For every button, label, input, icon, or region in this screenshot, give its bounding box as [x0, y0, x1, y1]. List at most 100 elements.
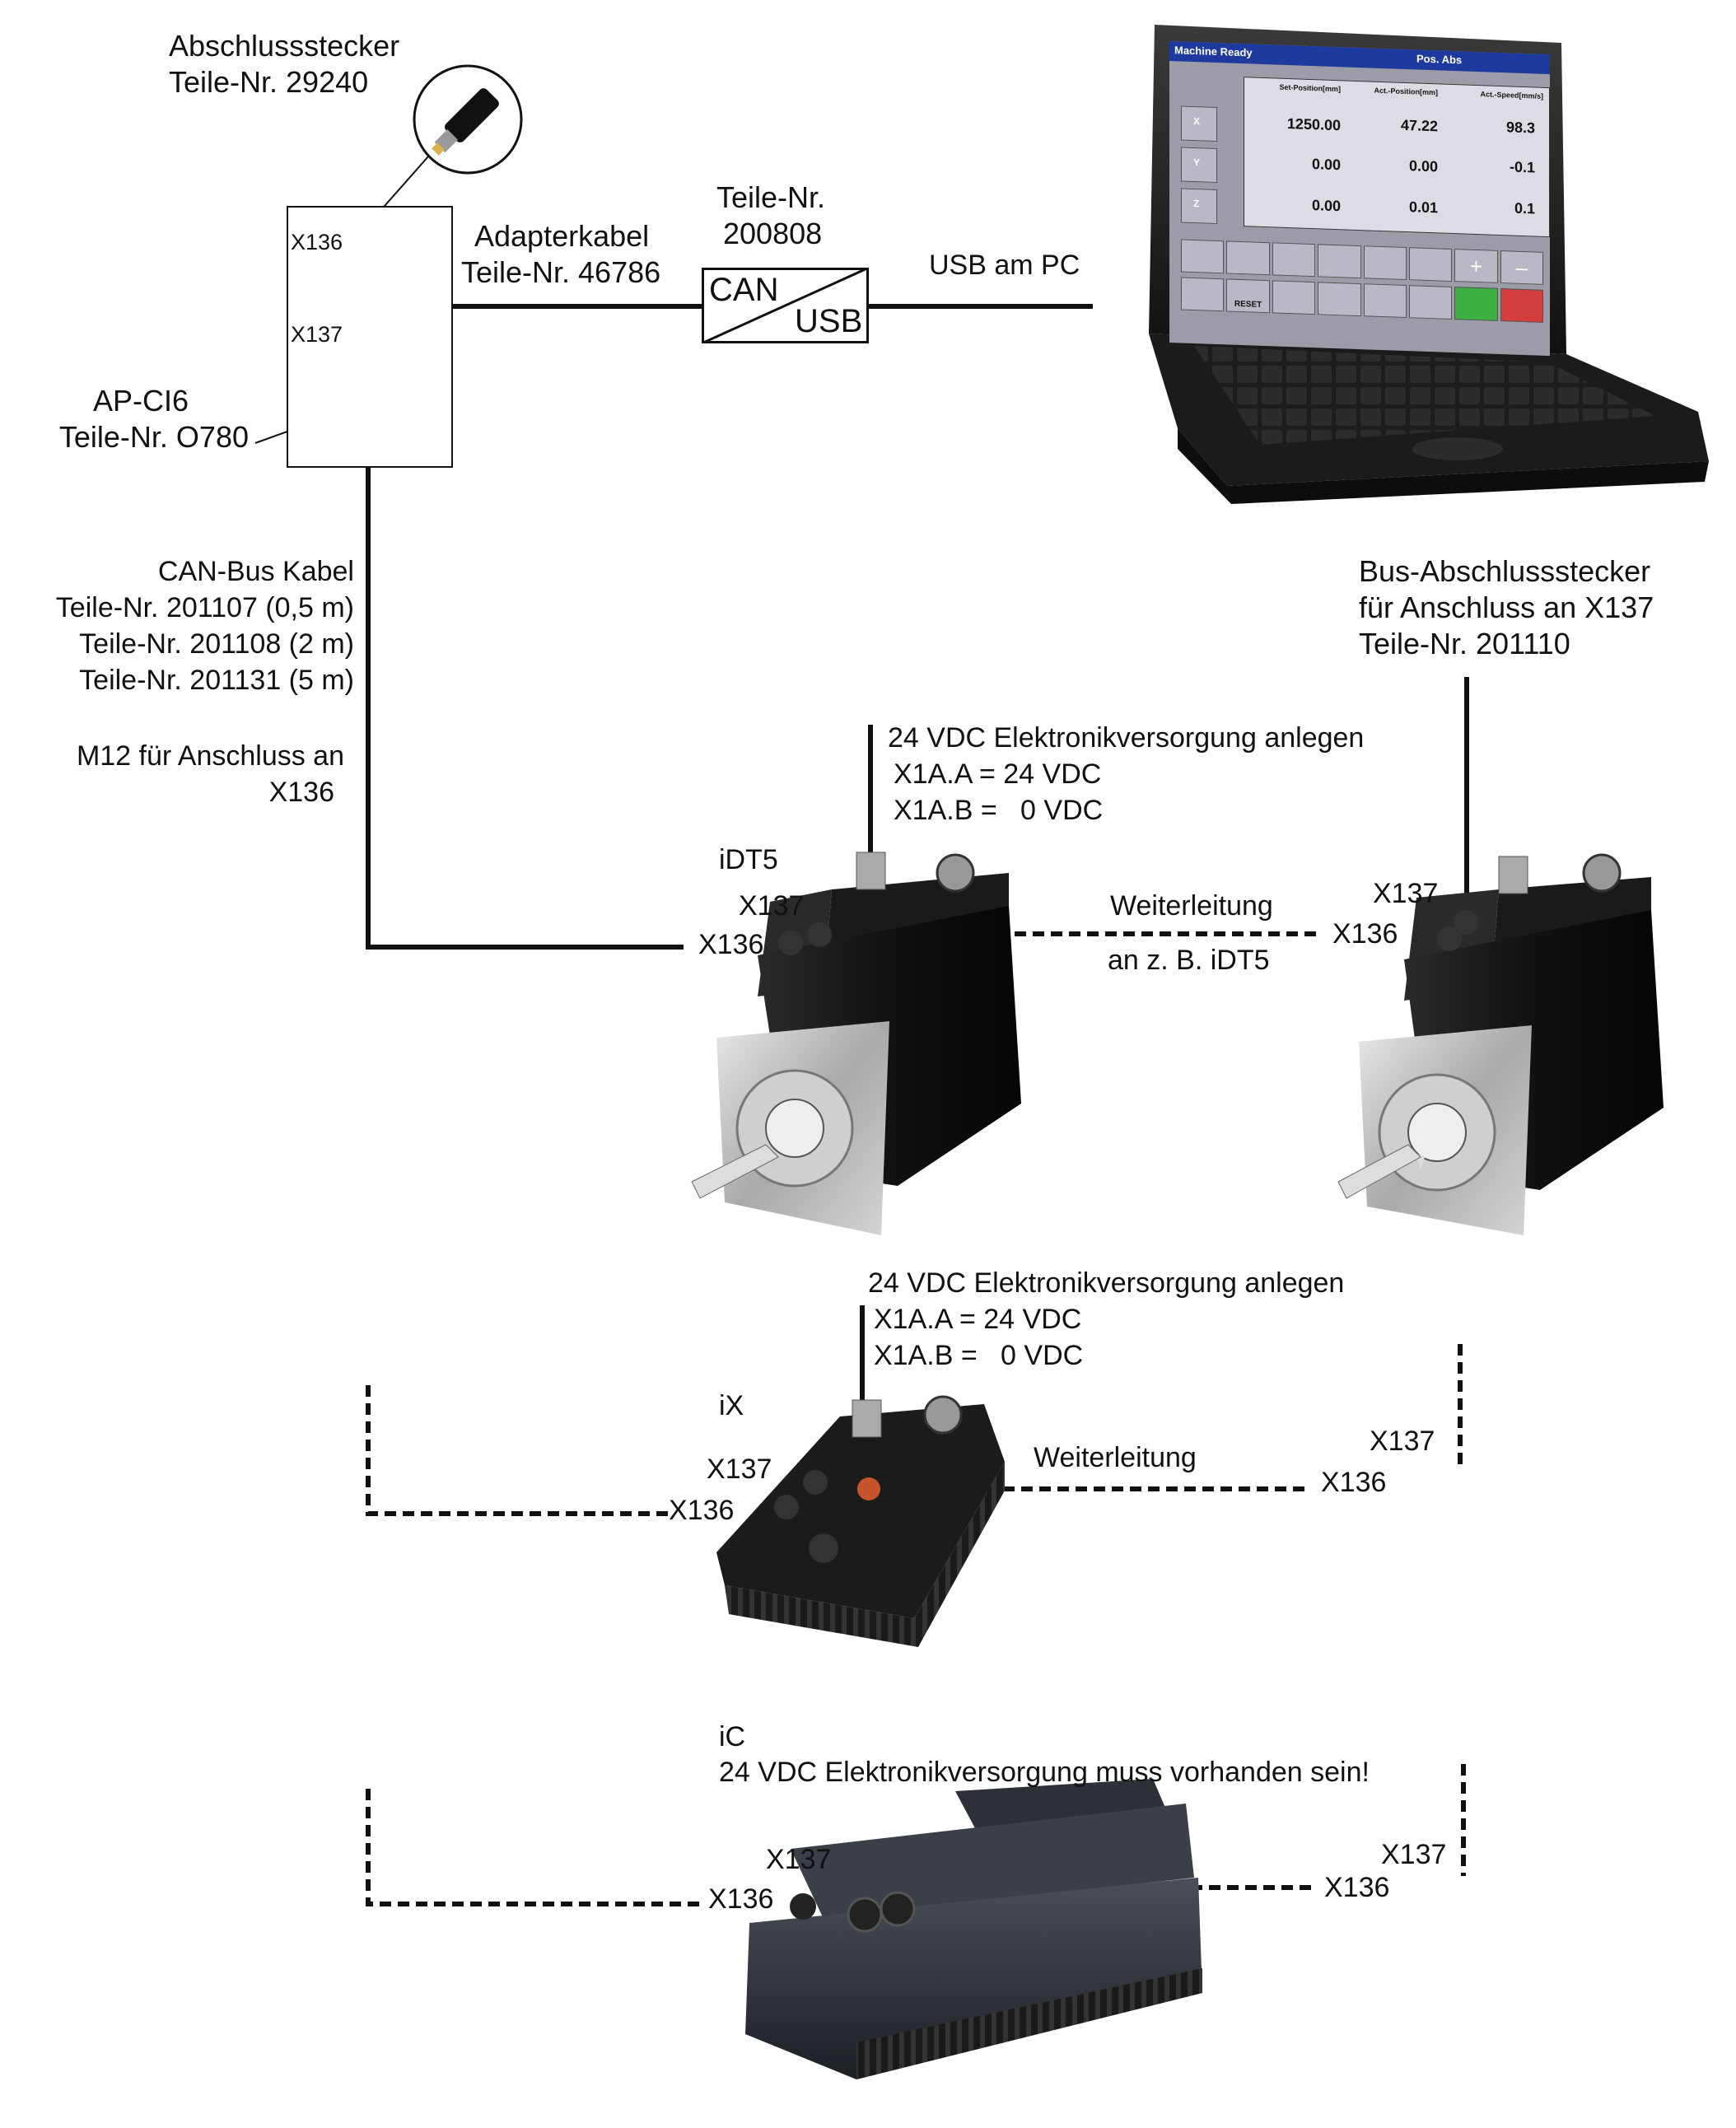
idt5-x136-label: X136 — [698, 929, 764, 960]
converter-part-title: Teile-Nr. — [716, 180, 826, 214]
ic-drive-icon — [745, 1779, 1202, 2079]
bus-terminator-line-2: für Anschluss an X137 — [1359, 590, 1654, 624]
axis-y-button[interactable]: Y — [1181, 147, 1217, 184]
ap-ci6-x137-label: X137 — [291, 322, 343, 347]
can-bus-cable-label: CAN-Bus Kabel Teile-Nr. 201107 (0,5 m) T… — [0, 553, 354, 698]
solid-cables — [366, 304, 1469, 1400]
screen-status: Machine Ready — [1174, 44, 1253, 59]
ap-ci6-x136-label: X136 — [291, 230, 343, 254]
idt5-forward-label: Weiterleitung — [1110, 890, 1273, 922]
converter-part-no: 200808 — [723, 217, 823, 250]
row-y-speed: -0.1 — [1509, 158, 1535, 176]
ic-x137-label: X137 — [766, 1844, 832, 1875]
m12-line-1: M12 für Anschluss an — [76, 740, 344, 772]
next-idt5-motor-icon — [1337, 853, 1664, 1235]
plus-button[interactable]: + — [1454, 249, 1498, 283]
row-y-act: 0.00 — [1408, 157, 1438, 175]
idt5-supply-a: X1A.A = 24 VDC — [894, 758, 1102, 790]
ix-drive-icon — [716, 1395, 1005, 1647]
start-button[interactable] — [1454, 287, 1498, 321]
axis-z-label: Z — [1193, 198, 1200, 210]
can-bus-cable-part-2: Teile-Nr. 201108 (2 m) — [79, 628, 354, 660]
row-x-speed: 98.3 — [1505, 119, 1535, 137]
idt5-motor-icon — [691, 852, 1021, 1235]
screen-button-row-1: + – — [1181, 239, 1543, 285]
converter-part-label: Teile-Nr. 200808 — [716, 180, 825, 252]
axis-y-label: Y — [1193, 156, 1201, 169]
ix-supply-b: X1A.B = 0 VDC — [874, 1340, 1084, 1371]
adapter-cable-part: Teile-Nr. 46786 — [461, 255, 661, 289]
terminator-plug-title: Abschlussstecker — [169, 29, 400, 63]
stop-button[interactable] — [1500, 288, 1543, 323]
next-idt5-x136-label: X136 — [1332, 918, 1398, 950]
ap-ci6-box — [287, 206, 453, 468]
row-x-act: 47.22 — [1400, 116, 1438, 135]
adapter-cable-title: Adapterkabel — [474, 219, 650, 253]
jog-wave-button[interactable] — [1181, 239, 1225, 274]
home-button[interactable] — [1363, 245, 1407, 281]
blank-button[interactable] — [1408, 247, 1453, 282]
reference-button[interactable] — [1363, 283, 1407, 319]
idt5-supply-title: 24 VDC Elektronikversorgung anlegen — [888, 722, 1365, 754]
terminator-plug-icon — [413, 64, 523, 175]
bus-terminator-part: Teile-Nr. 201110 — [1359, 627, 1570, 660]
screen-mode: Pos. Abs — [1416, 52, 1463, 67]
converter-can-label: CAN — [709, 272, 779, 308]
laptop-screen: Machine Ready Pos. Abs Set-Position[mm] … — [1169, 41, 1550, 357]
range-button[interactable] — [1272, 280, 1316, 315]
ix-x136-label: X136 — [669, 1495, 735, 1526]
axis-z-button[interactable]: Z — [1181, 188, 1217, 225]
power-button[interactable] — [1181, 277, 1225, 312]
terminator-plug-part: Teile-Nr. 29240 — [169, 65, 369, 99]
jog-arrow-button[interactable] — [1226, 240, 1270, 276]
bus-terminator-label: Bus-Abschlussstecker für Anschluss an X1… — [1359, 553, 1654, 662]
idt5-supply-b: X1A.B = 0 VDC — [894, 795, 1104, 826]
ap-ci6-name: AP-CI6 — [92, 384, 189, 418]
row-z-set: 0.00 — [1311, 197, 1341, 215]
can-bus-cable-part-3: Teile-Nr. 201131 (5 m) — [79, 665, 354, 696]
ix-supply-label: 24 VDC Elektronikversorgung anlegen X1A.… — [868, 1265, 1344, 1374]
idt5-x137-label: X137 — [739, 890, 805, 922]
ap-ci6-part: Teile-Nr. O780 — [58, 420, 249, 454]
can-usb-converter: CAN USB — [702, 268, 869, 343]
ix-supply-a: X1A.A = 24 VDC — [874, 1304, 1082, 1335]
ic-supply-note: 24 VDC Elektronikversorgung muss vorhand… — [719, 1757, 1370, 1788]
axis-x-button[interactable]: X — [1181, 105, 1217, 142]
can-bus-cable-part-1: Teile-Nr. 201107 (0,5 m) — [55, 592, 354, 623]
reset-button[interactable]: RESET — [1226, 278, 1270, 314]
next-ix-x136-label: X136 — [1321, 1467, 1387, 1498]
row-z-speed: 0.1 — [1514, 199, 1535, 217]
usb-pc-label: USB am PC — [929, 250, 1080, 281]
idt5-forward-target: an z. B. iDT5 — [1108, 945, 1270, 976]
can-bus-cable-title: CAN-Bus Kabel — [157, 556, 354, 587]
next-ix-x137-label: X137 — [1370, 1426, 1435, 1457]
ix-forward-label: Weiterleitung — [1034, 1442, 1197, 1473]
next-idt5-x137-label: X137 — [1373, 878, 1439, 909]
hand-button[interactable] — [1318, 282, 1361, 317]
idt5-name: iDT5 — [719, 844, 778, 875]
converter-usb-label: USB — [795, 303, 863, 339]
minus-button[interactable]: – — [1500, 250, 1543, 285]
terminator-plug-label: Abschlussstecker Teile-Nr. 29240 — [169, 28, 399, 100]
axis-x-label: X — [1193, 115, 1201, 128]
ix-supply-title: 24 VDC Elektronikversorgung anlegen — [868, 1267, 1345, 1299]
adapter-cable-label: Adapterkabel Teile-Nr. 46786 — [461, 218, 660, 291]
ix-name: iX — [719, 1390, 744, 1421]
ix-x137-label: X137 — [707, 1454, 772, 1485]
step-button[interactable] — [1272, 242, 1316, 278]
screen-button-row-2: RESET — [1181, 277, 1543, 323]
row-y-set: 0.00 — [1311, 156, 1341, 174]
m12-label: M12 für Anschluss an X136 — [0, 738, 344, 810]
ap-ci6-label: AP-CI6 Teile-Nr. O780 — [33, 383, 249, 455]
row-z-act: 0.01 — [1408, 198, 1438, 217]
row-x-set: 1250.00 — [1286, 114, 1341, 134]
ic-name: iC — [719, 1721, 746, 1752]
converter-diagonal — [704, 270, 866, 341]
ic-x136-label: X136 — [708, 1883, 774, 1915]
m12-line-2: X136 — [268, 777, 334, 808]
bus-terminator-title: Bus-Abschlussstecker — [1359, 554, 1651, 588]
move-button[interactable] — [1318, 244, 1361, 279]
info-button[interactable] — [1408, 285, 1453, 320]
